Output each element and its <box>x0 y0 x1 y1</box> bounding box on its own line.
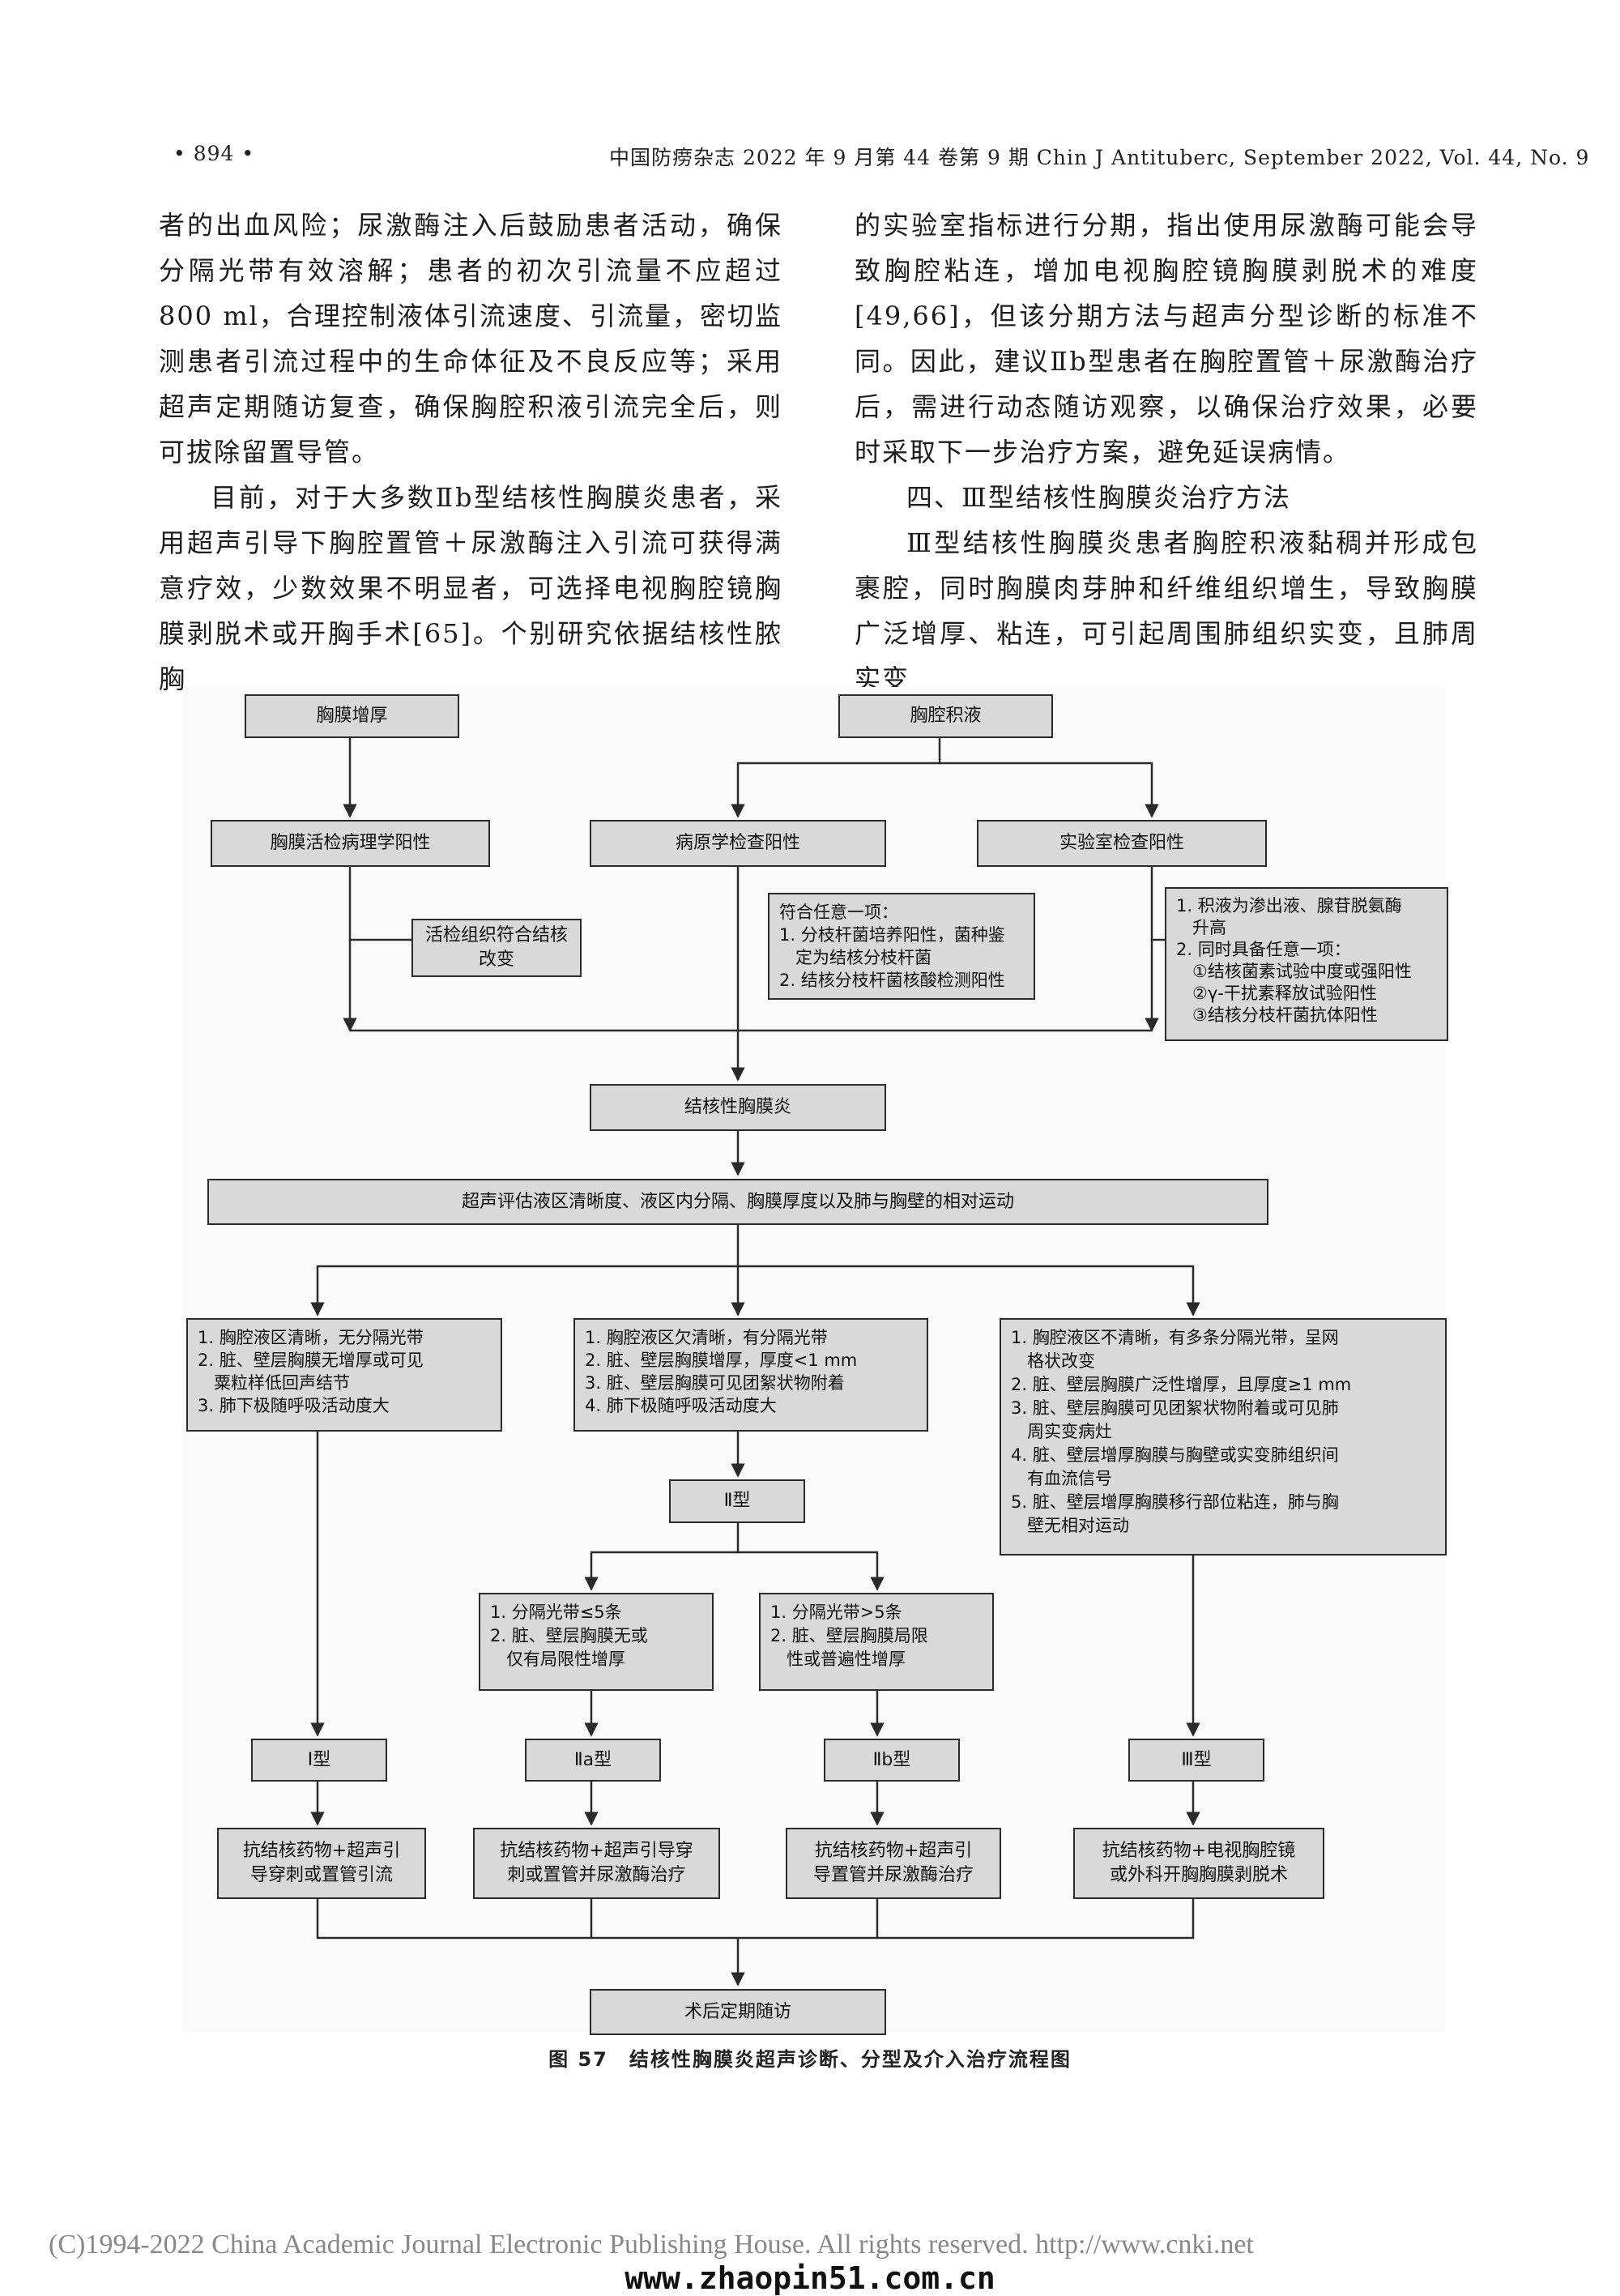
running-header: 中国防痨杂志 2022 年 9 月第 44 卷第 9 期 Chin J Anti… <box>609 146 1590 169</box>
type2b-criteria-box: 1. 分隔光带>5条 2. 脏、壁层胸膜局限 性或普遍性增厚 <box>759 1593 994 1691</box>
right-column: 的实验室指标进行分期，指出使用尿激酶可能会导致胸腔粘连，增加电视胸腔镜胸膜剥脱术… <box>855 203 1478 702</box>
lab-criteria-box: 1. 积液为渗出液、腺苷脱氨酶 升高 2. 同时具备任意一项： ①结核菌素试验中… <box>1165 887 1448 1041</box>
pathogen-positive-box: 病原学检查阳性 <box>590 820 886 867</box>
pathogen-criteria-box: 符合任意一项： 1. 分枝杆菌培养阳性，菌种鉴 定为结核分枝杆菌 2. 结核分枝… <box>768 893 1035 1000</box>
paragraph: 的实验室指标进行分期，指出使用尿激酶可能会导致胸腔粘连，增加电视胸腔镜胸膜剥脱术… <box>855 210 1478 467</box>
type3-treatment-box: 抗结核药物+电视胸腔镜 或外科开胸胸膜剥脱术 <box>1073 1828 1324 1899</box>
paragraph: 目前，对于大多数Ⅱb型结核性胸膜炎患者，采用超声引导下胸腔置管＋尿激酶注入引流可… <box>159 482 782 694</box>
type2-criteria-box: 1. 胸腔液区欠清晰，有分隔光带 2. 脏、壁层胸膜增厚，厚度<1 mm 3. … <box>573 1318 928 1432</box>
type2a-criteria-box: 1. 分隔光带≤5条 2. 脏、壁层胸膜无或 仅有局限性增厚 <box>479 1593 714 1691</box>
type2-box: Ⅱ型 <box>669 1479 805 1523</box>
type2b-box: Ⅱb型 <box>824 1739 960 1782</box>
type3-box: Ⅲ型 <box>1128 1739 1264 1782</box>
type2a-box: Ⅱa型 <box>525 1739 661 1782</box>
lab-positive-box: 实验室检查阳性 <box>977 820 1267 867</box>
type1-box: Ⅰ型 <box>251 1739 387 1782</box>
follow-up-box: 术后定期随访 <box>590 1989 886 2035</box>
figure-caption: 图 57 结核性胸膜炎超声诊断、分型及介入治疗流程图 <box>548 2048 1072 2071</box>
biopsy-positive-box: 胸膜活检病理学阳性 <box>211 820 490 867</box>
type1-treatment-box: 抗结核药物+超声引 导穿刺或置管引流 <box>217 1828 426 1899</box>
type2b-treatment-box: 抗结核药物+超声引 导置管并尿激酶治疗 <box>786 1828 1001 1899</box>
left-column: 者的出血风险；尿激酶注入后鼓励患者活动，确保分隔光带有效溶解；患者的初次引流量不… <box>159 203 782 702</box>
tb-pleurisy-box: 结核性胸膜炎 <box>590 1084 886 1131</box>
paragraph: Ⅲ型结核性胸膜炎患者胸腔积液黏稠并形成包裹腔，同时胸膜肉芽肿和纤维组织增生，导致… <box>855 527 1478 694</box>
type2a-treatment-box: 抗结核药物+超声引导穿 刺或置管并尿激酶治疗 <box>473 1828 720 1899</box>
ultrasound-eval-box: 超声评估液区清晰度、液区内分隔、胸膜厚度以及肺与胸壁的相对运动 <box>207 1179 1268 1225</box>
biopsy-criteria-box: 活检组织符合结核改变 <box>411 919 582 977</box>
section-heading: 四、Ⅲ型结核性胸膜炎治疗方法 <box>906 482 1291 513</box>
page-number: • 894 • <box>173 142 255 165</box>
type3-criteria-box: 1. 胸腔液区不清晰，有多条分隔光带，呈网 格状改变 2. 脏、壁层胸膜广泛性增… <box>1000 1318 1447 1556</box>
copyright-notice: (C)1994-2022 China Academic Journal Elec… <box>49 2230 1254 2260</box>
watermark: www.zhaopin51.com.cn <box>625 2260 995 2296</box>
paragraph: 者的出血风险；尿激酶注入后鼓励患者活动，确保分隔光带有效溶解；患者的初次引流量不… <box>159 210 782 467</box>
pleural-effusion-box: 胸腔积液 <box>838 694 1053 738</box>
type1-criteria-box: 1. 胸腔液区清晰，无分隔光带 2. 脏、壁层胸膜无增厚或可见 粟粒样低回声结节… <box>186 1318 502 1432</box>
pleural-thickening-box: 胸膜增厚 <box>245 694 459 738</box>
